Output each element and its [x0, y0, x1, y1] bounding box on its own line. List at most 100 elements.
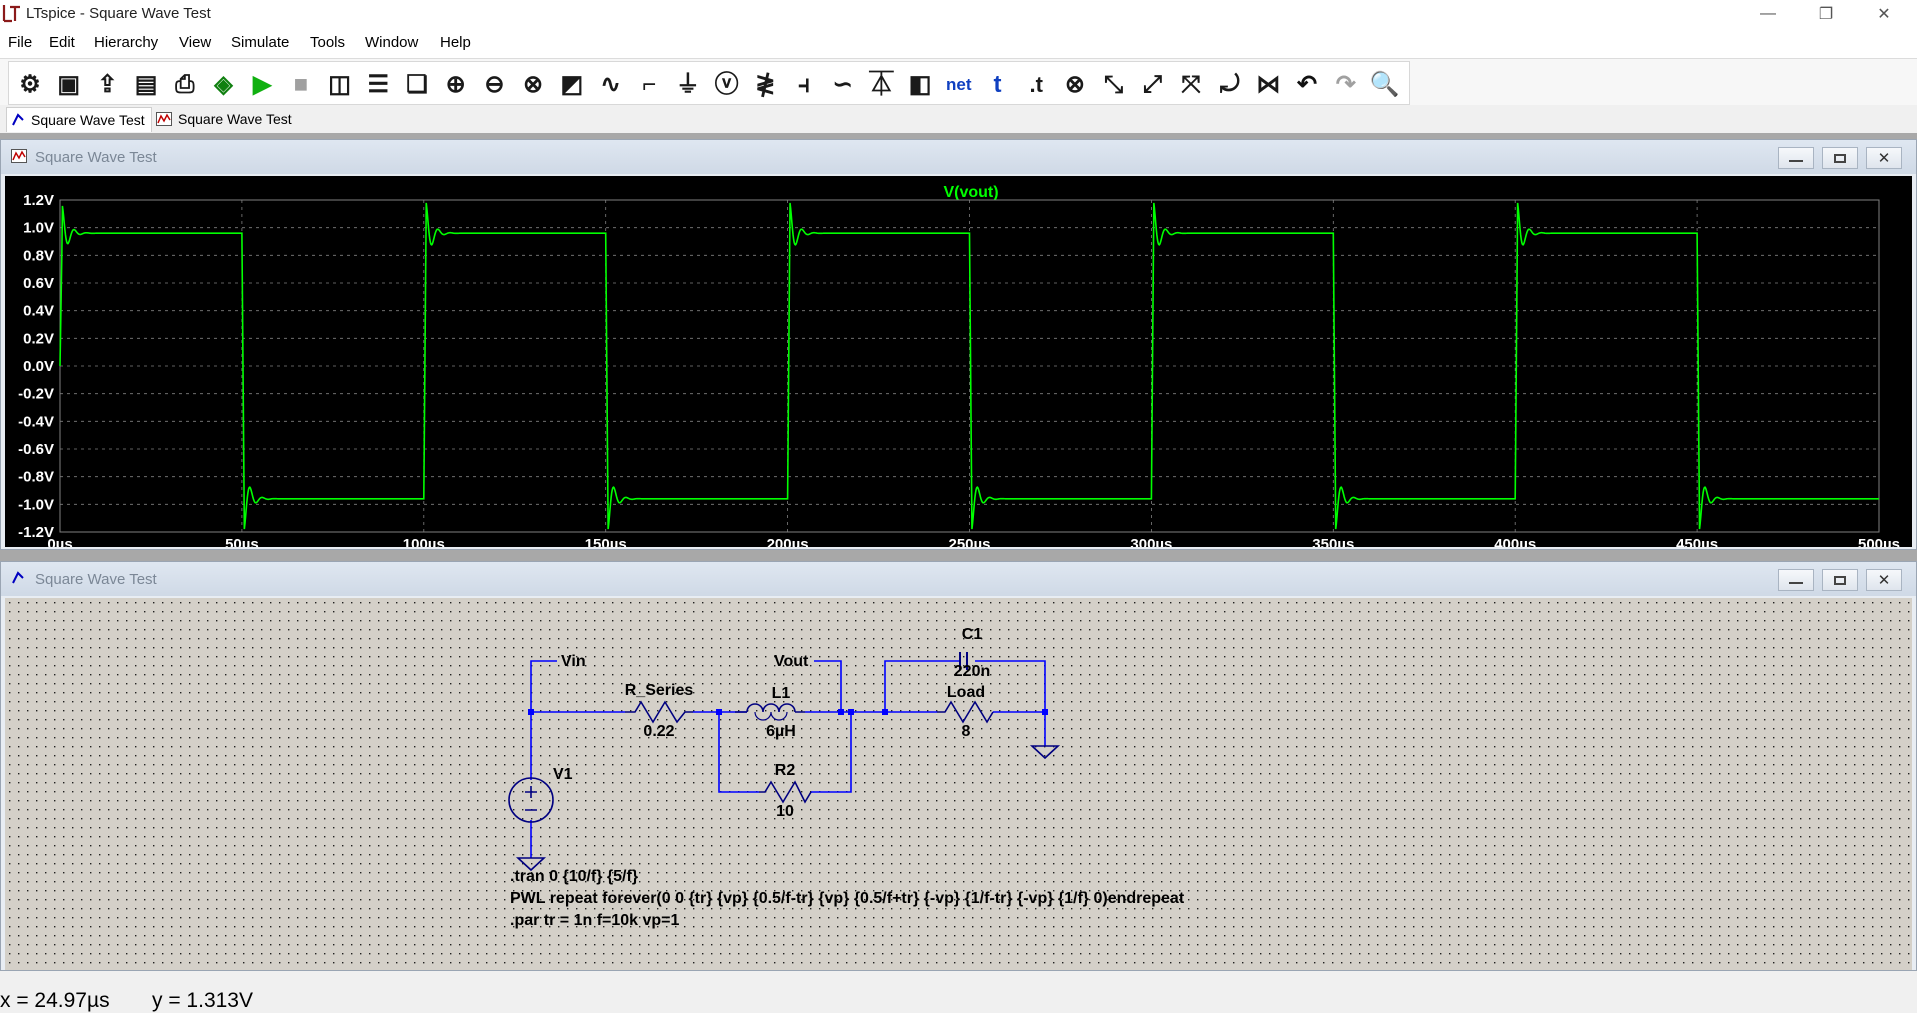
find-icon: 🔍: [1369, 71, 1400, 98]
duplicate-tool-button[interactable]: ⤡: [1099, 70, 1129, 100]
y-tick-label: 1.0V: [23, 220, 54, 237]
tab-waveform[interactable]: Square Wave Test: [152, 107, 298, 131]
net-label-vin[interactable]: Vin: [561, 653, 586, 670]
r2-name[interactable]: R2: [775, 762, 796, 779]
tile-horizontal-tool-button[interactable]: ☰: [363, 70, 393, 100]
zoom-fit-tool-button[interactable]: ⊗: [518, 70, 548, 100]
component-tool-button[interactable]: ◧: [905, 70, 935, 100]
schematic-window-titlebar[interactable]: Square Wave Test ✕: [1, 562, 1916, 596]
resistor-tool-button[interactable]: ≹: [750, 70, 780, 100]
l1-name[interactable]: L1: [772, 685, 791, 702]
menu-tools[interactable]: Tools: [310, 34, 346, 51]
text-tool-button[interactable]: t: [983, 70, 1013, 100]
minimize-button[interactable]: —: [1740, 0, 1796, 28]
menu-file[interactable]: File: [8, 34, 33, 51]
new-schematic-tool-button[interactable]: ▣: [54, 70, 84, 100]
drag-tool-button[interactable]: ⤧: [1176, 70, 1206, 100]
inductor-icon: ∽: [832, 71, 853, 98]
load-name[interactable]: Load: [947, 684, 985, 701]
v1-name[interactable]: V1: [553, 766, 573, 783]
ground-tool-button[interactable]: ⏚: [673, 70, 703, 100]
gear-tool-button[interactable]: ⚙: [15, 70, 45, 100]
schematic-minimize-button[interactable]: [1778, 569, 1814, 591]
schematic-canvas[interactable]: R_Series 0.22 L1 6µH R2 10 C1 220n: [5, 598, 1912, 970]
menu-simulate[interactable]: Simulate: [231, 34, 290, 51]
schematic-maximize-button[interactable]: [1822, 569, 1858, 591]
print-tool-button[interactable]: ⎙: [170, 70, 200, 100]
plot-minimize-button[interactable]: [1778, 147, 1814, 169]
diode-tool-button[interactable]: ⏄: [866, 70, 896, 100]
r-series-value[interactable]: 0.22: [643, 723, 674, 740]
menu-help[interactable]: Help: [440, 34, 471, 51]
cascade-tool-button[interactable]: ❏: [402, 70, 432, 100]
run-tool-button[interactable]: ▶: [247, 70, 277, 100]
ac-analysis-tool-button[interactable]: ◈: [209, 70, 239, 100]
redo-tool-button[interactable]: ↷: [1331, 70, 1361, 100]
waveform-window-titlebar[interactable]: Square Wave Test ✕: [1, 140, 1916, 174]
find-tool-button[interactable]: 🔍: [1370, 70, 1400, 100]
mirror-tool-button[interactable]: ⋈: [1253, 70, 1283, 100]
mirror-icon: ⋈: [1256, 71, 1281, 98]
load-value[interactable]: 8: [962, 723, 971, 740]
resistor-r2[interactable]: R2 10: [759, 762, 812, 820]
halt-tool-button[interactable]: ■: [286, 70, 316, 100]
c1-value[interactable]: 220n: [954, 663, 990, 680]
ground-icon[interactable]: [515, 857, 547, 872]
plot-maximize-button[interactable]: [1822, 147, 1858, 169]
net-label-tool-button[interactable]: net: [944, 70, 974, 100]
restore-button[interactable]: ❐: [1798, 0, 1854, 28]
spice-directive-tool-button[interactable]: .t: [1021, 70, 1051, 100]
minimize-icon: [1789, 582, 1803, 584]
directive-pwl[interactable]: PWL repeat forever(0 0 {tr} {vp} {0.5/f-…: [510, 890, 1185, 907]
r-series-name[interactable]: R_Series: [625, 682, 694, 699]
schematic-close-button[interactable]: ✕: [1866, 569, 1902, 591]
voltage-source-tool-button[interactable]: ⓥ: [712, 70, 742, 100]
trace-label[interactable]: V(vout): [943, 184, 998, 201]
menu-window[interactable]: Window: [365, 34, 419, 51]
rotate-tool-button[interactable]: ⤾: [1215, 70, 1245, 100]
component-icon: ◧: [908, 71, 932, 98]
resistor-load[interactable]: Load 8: [937, 684, 994, 740]
diode-icon: ⏄: [869, 71, 894, 98]
inductor-l1[interactable]: L1 6µH: [735, 685, 805, 740]
close-button[interactable]: ✕: [1856, 0, 1912, 28]
save-tool-button[interactable]: ▤: [131, 70, 161, 100]
ground-icon[interactable]: [1029, 745, 1061, 760]
net-label-vout[interactable]: Vout: [774, 653, 809, 670]
wire-tool-button[interactable]: ⌐: [634, 70, 664, 100]
directive-tran[interactable]: .tran 0 {10/f} {5/f}: [510, 868, 638, 885]
trace-vout[interactable]: [59, 202, 1879, 530]
l1-value[interactable]: 6µH: [766, 723, 796, 740]
r2-value[interactable]: 10: [776, 803, 794, 820]
tile-vertical-tool-button[interactable]: ◫: [325, 70, 355, 100]
directive-par[interactable]: .par tr = 1n f=10k vp=1: [510, 912, 680, 929]
restore-icon: ❐: [1818, 6, 1834, 23]
tab-schematic[interactable]: Square Wave Test: [6, 107, 152, 132]
wires[interactable]: [530, 660, 1046, 858]
resistor-r-series[interactable]: R_Series 0.22: [625, 682, 694, 740]
ground-icon: ⏚: [675, 71, 700, 98]
c1-name[interactable]: C1: [962, 626, 983, 643]
open-tool-button[interactable]: ⇪: [92, 70, 122, 100]
undo-tool-button[interactable]: ↶: [1292, 70, 1322, 100]
capacitor-c1[interactable]: C1 220n: [954, 626, 990, 680]
zoom-in-tool-button[interactable]: ⊕: [441, 70, 471, 100]
inductor-tool-button[interactable]: ∽: [828, 70, 858, 100]
menu-view[interactable]: View: [179, 34, 212, 51]
move-tool-button[interactable]: ⤢: [1137, 70, 1167, 100]
tab-label: Square Wave Test: [178, 111, 292, 127]
spice-directive-icon: .t: [1029, 72, 1043, 97]
delete-tool-button[interactable]: ⊗: [1060, 70, 1090, 100]
plot-close-button[interactable]: ✕: [1866, 147, 1902, 169]
y-tick-label: -0.6V: [18, 441, 54, 458]
tab-bar: Square Wave Test Square Wave Test: [0, 105, 1917, 133]
y-tick-label: -0.8V: [18, 469, 54, 486]
voltage-source-v1[interactable]: V1: [508, 766, 573, 823]
waveform-tool-button[interactable]: ∿: [596, 70, 626, 100]
menu-edit[interactable]: Edit: [49, 34, 75, 51]
zoom-out-tool-button[interactable]: ⊖: [479, 70, 509, 100]
autoscale-tool-button[interactable]: ◩: [557, 70, 587, 100]
menu-hierarchy[interactable]: Hierarchy: [94, 34, 159, 51]
capacitor-tool-button[interactable]: ⫞: [789, 70, 819, 100]
waveform-plot[interactable]: V(vout) 1.2V1.0V0.8V0.6V0.4V0.2V0.0V-0.2…: [5, 176, 1912, 547]
